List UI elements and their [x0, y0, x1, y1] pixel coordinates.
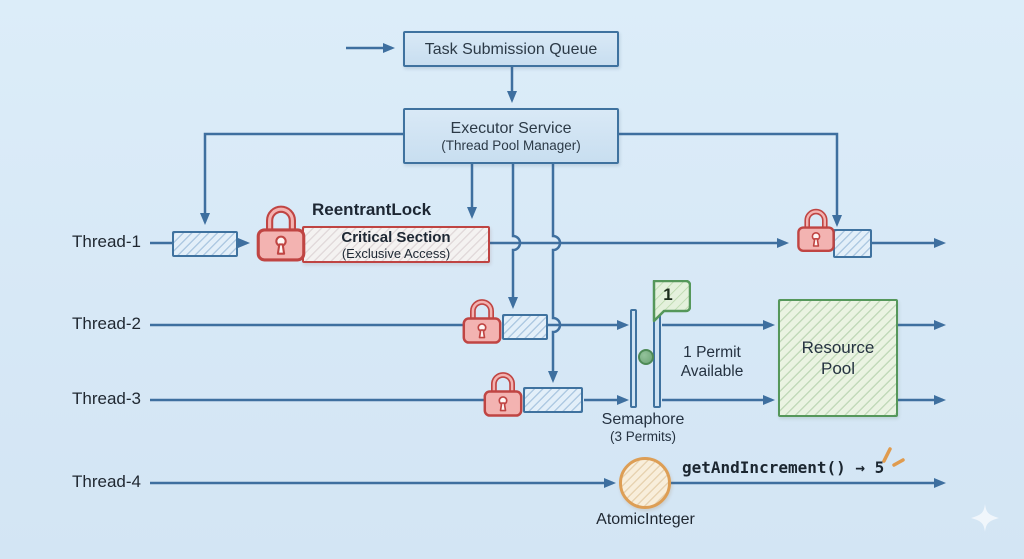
spark-emphasis-icon [882, 447, 905, 467]
atomic-call-text: getAndIncrement() → 5 [682, 458, 885, 477]
semaphore-title: Semaphore [601, 411, 685, 428]
permit-badge-icon [652, 280, 691, 322]
semaphore-label: Semaphore (3 Permits) [591, 411, 695, 445]
executor-subtitle: (Thread Pool Manager) [441, 137, 581, 153]
thread-4-label: Thread-4 [72, 472, 141, 491]
resource-pool-box: Resource Pool [778, 299, 898, 417]
critical-section-subtitle: (Exclusive Access) [341, 245, 451, 261]
resource-pool-label: Resource Pool [801, 338, 875, 378]
queue-label: Task Submission Queue [424, 40, 598, 58]
thread-2-label: Thread-2 [72, 314, 141, 333]
semaphore-subtitle: (3 Permits) [609, 429, 676, 444]
atomic-counter-icon [619, 457, 671, 509]
lock-icon [462, 299, 502, 344]
thread1-exit-slot [833, 229, 872, 258]
executor-to-thread1-left [200, 132, 403, 225]
lock-icon [797, 208, 835, 253]
executor-drop-thread2 [508, 164, 522, 309]
thread1-task-slot [172, 231, 238, 257]
atomic-integer-label: AtomicInteger [596, 511, 695, 528]
semaphore-bar-left [630, 309, 637, 408]
thread2-task-slot [502, 314, 548, 340]
permit-availability-note: 1 Permit Available [680, 344, 744, 380]
lock-icon [483, 372, 523, 417]
critical-section-title: Critical Section [341, 228, 451, 246]
semaphore-bar-right [653, 309, 661, 408]
thread-1-label: Thread-1 [72, 232, 141, 251]
permit-badge-count: 1 [663, 285, 673, 304]
executor-title: Executor Service [450, 119, 572, 137]
thread3-task-slot [523, 387, 583, 413]
critical-section-box: Critical Section (Exclusive Access) [302, 226, 490, 263]
reentrant-lock-label: ReentrantLock [312, 200, 432, 219]
thread-3-label: Thread-3 [72, 389, 141, 408]
sparkle-watermark-icon [971, 504, 999, 532]
permit-token-icon [638, 349, 654, 365]
executor-to-thread1-right [619, 132, 842, 227]
lock-icon [256, 205, 306, 262]
task-submission-queue-box: Task Submission Queue [403, 31, 619, 67]
executor-drop-thread3 [548, 164, 562, 383]
executor-service-box: Executor Service (Thread Pool Manager) [403, 108, 619, 164]
